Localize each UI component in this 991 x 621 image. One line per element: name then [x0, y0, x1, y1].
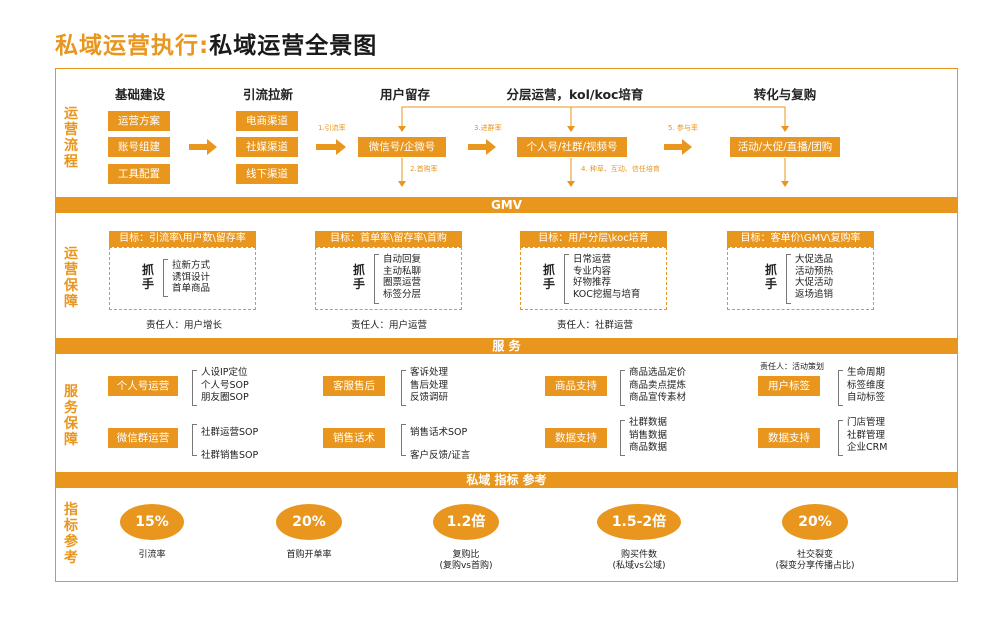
- metric-4-value: 1.5-2倍: [597, 504, 681, 540]
- service-bar: 服 务: [55, 338, 958, 354]
- goal-1-items: 拉新方式诱饵设计首单商品: [172, 260, 211, 294]
- grab-2: 抓手: [352, 263, 365, 291]
- arrow-2-icon: [316, 139, 346, 155]
- goal-1: 目标：引流率\用户数\留存率: [109, 231, 256, 247]
- goal-2-panel: [315, 247, 462, 310]
- svc-aftersale: 客服售后: [323, 376, 385, 396]
- goal-4-items: 大促选品活动预热大促活动返场追销: [795, 254, 834, 300]
- svc-tags-items: 生命周期标签维度自动标签: [847, 367, 886, 403]
- label-seeding: 4. 种草、互动、信任培育: [581, 165, 660, 173]
- svc-product: 商品支持: [545, 376, 607, 396]
- main-frame: [55, 68, 958, 582]
- box-offline-channel: 线下渠道: [236, 164, 298, 184]
- svc-data-2: 数据支持: [758, 428, 820, 448]
- grab-3: 抓手: [542, 263, 555, 291]
- metric-4-label: 购买件数(私域vs公域): [612, 550, 666, 571]
- flow-heading-conversion: 转化与复购: [753, 87, 817, 102]
- metric-3-label: 复购比(复购vs首购): [439, 550, 493, 571]
- box-tool-config: 工具配置: [108, 164, 170, 184]
- section-label-flow: 运营流程: [64, 106, 78, 170]
- goal-2-items: 自动回复主动私聊圈票运营标签分层: [383, 254, 422, 300]
- svc-script: 销售话术: [323, 428, 385, 448]
- metric-2-label: 首购开单率: [286, 550, 332, 560]
- svc-group: 微信群运营: [108, 428, 178, 448]
- grab-4: 抓手: [764, 263, 777, 291]
- metric-3-value: 1.2倍: [433, 504, 499, 540]
- owner-3: 责任人：社群运营: [557, 320, 634, 331]
- owner-1: 责任人：用户增长: [146, 320, 223, 331]
- goal-1-panel: [109, 247, 256, 310]
- metric-5-label: 社交裂变(裂变分享传播占比): [775, 550, 855, 571]
- page-title: 私域运营执行:私域运营全景图: [55, 33, 378, 59]
- svc-data: 数据支持: [545, 428, 607, 448]
- metric-5-value: 20%: [782, 504, 848, 540]
- goal-3: 目标：用户分层\koc培育: [520, 231, 667, 247]
- section-label-guarantee: 运营保障: [64, 246, 78, 310]
- owner-2: 责任人：用户运营: [351, 320, 428, 331]
- goal-2: 目标：首单率\留存率\首购: [315, 231, 462, 247]
- label-join-rate: 3.进群率: [474, 124, 502, 132]
- goal-4-panel: [727, 247, 874, 310]
- flow-heading-traffic: 引流拉新: [242, 87, 293, 102]
- arrow-1-icon: [189, 139, 217, 155]
- metric-2-value: 20%: [276, 504, 342, 540]
- svc-personal: 个人号运营: [108, 376, 178, 396]
- label-participation: 5. 参与率: [668, 124, 698, 132]
- metric-1-label: 引流率: [138, 550, 166, 560]
- box-social-channel: 社媒渠道: [236, 137, 298, 157]
- flow-heading-retention: 用户留存: [379, 87, 430, 102]
- svc-owner: 责任人：活动策划: [760, 362, 824, 371]
- goal-4: 目标：客单价\GMV\复购率: [727, 231, 874, 247]
- section-label-service: 服务保障: [64, 384, 78, 448]
- svc-aftersale-items: 客诉处理售后处理反馈调研: [410, 367, 449, 403]
- label-traffic-rate: 1.引流率: [318, 124, 346, 132]
- svc-data-items: 社群数据销售数据商品数据: [629, 417, 668, 453]
- goal-3-panel: [520, 247, 667, 310]
- flow-heading-layered: 分层运营，kol/koc培育: [506, 87, 644, 102]
- svc-tags: 用户标签: [758, 376, 820, 396]
- box-wechat: 微信号/企微号: [358, 137, 446, 157]
- box-ecom-channel: 电商渠道: [236, 111, 298, 131]
- loop-line: [401, 106, 786, 128]
- metrics-bar: 私域 指标 参考: [55, 472, 958, 488]
- svc-product-items: 商品选品定价商品卖点提炼商品宣传素材: [629, 367, 687, 403]
- box-ops-plan: 运营方案: [108, 111, 170, 131]
- section-label-metrics: 指标参考: [64, 502, 78, 566]
- box-account-setup: 账号组建: [108, 137, 170, 157]
- label-first-purchase: 2.首购率: [410, 165, 438, 173]
- arrow-4-icon: [664, 139, 692, 155]
- metric-1-value: 15%: [120, 504, 184, 540]
- flow-heading-infra: 基础建设: [114, 87, 165, 102]
- box-personal-group: 个人号/社群/视频号: [517, 137, 627, 157]
- arrow-3-icon: [468, 139, 496, 155]
- svc-data-2-items: 门店管理社群管理企业CRM: [847, 417, 888, 453]
- grab-1: 抓手: [141, 263, 154, 291]
- box-activities: 活动/大促/直播/团购: [730, 137, 840, 157]
- gmv-bar: GMV: [55, 197, 958, 213]
